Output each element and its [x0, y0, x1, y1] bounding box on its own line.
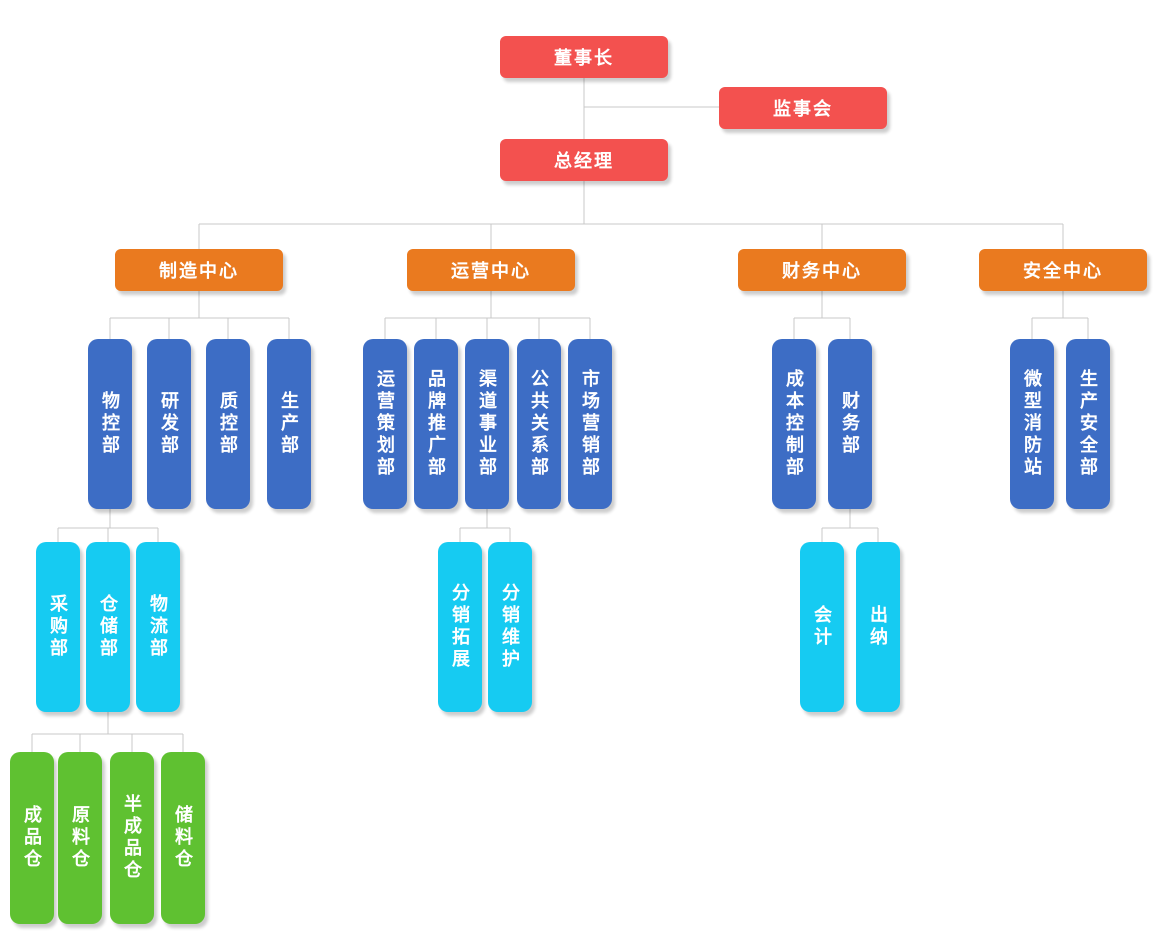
node-brand-promotion-dept: 品牌推广部: [414, 339, 458, 509]
node-micro-fire-station: 微型消防站: [1010, 339, 1054, 509]
node-semi-finished-warehouse: 半成品仓: [110, 752, 154, 924]
node-material-control-dept: 物控部: [88, 339, 132, 509]
node-channel-business-dept: 渠道事业部: [465, 339, 509, 509]
node-finance-dept: 财务部: [828, 339, 872, 509]
node-storage-warehouse: 储料仓: [161, 752, 205, 924]
node-finance-center: 财务中心: [738, 249, 906, 291]
node-cost-control-dept: 成本控制部: [772, 339, 816, 509]
node-manufacturing-center: 制造中心: [115, 249, 283, 291]
node-chairman: 董事长: [500, 36, 668, 78]
node-warehousing-dept: 仓储部: [86, 542, 130, 712]
node-production-dept: 生产部: [267, 339, 311, 509]
node-production-safety-dept: 生产安全部: [1066, 339, 1110, 509]
node-safety-center: 安全中心: [979, 249, 1147, 291]
node-rd-dept: 研发部: [147, 339, 191, 509]
node-public-relations-dept: 公共关系部: [517, 339, 561, 509]
node-cashier: 出纳: [856, 542, 900, 712]
node-operations-center: 运营中心: [407, 249, 575, 291]
node-raw-material-warehouse: 原料仓: [58, 752, 102, 924]
node-logistics-dept: 物流部: [136, 542, 180, 712]
node-accounting: 会计: [800, 542, 844, 712]
node-purchasing-dept: 采购部: [36, 542, 80, 712]
node-distribution-maintenance: 分销维护: [488, 542, 532, 712]
node-finished-goods-warehouse: 成品仓: [10, 752, 54, 924]
node-general-manager: 总经理: [500, 139, 668, 181]
node-marketing-dept: 市场营销部: [568, 339, 612, 509]
node-supervisory-board: 监事会: [719, 87, 887, 129]
node-quality-control-dept: 质控部: [206, 339, 250, 509]
node-distribution-expansion: 分销拓展: [438, 542, 482, 712]
node-operations-planning-dept: 运营策划部: [363, 339, 407, 509]
